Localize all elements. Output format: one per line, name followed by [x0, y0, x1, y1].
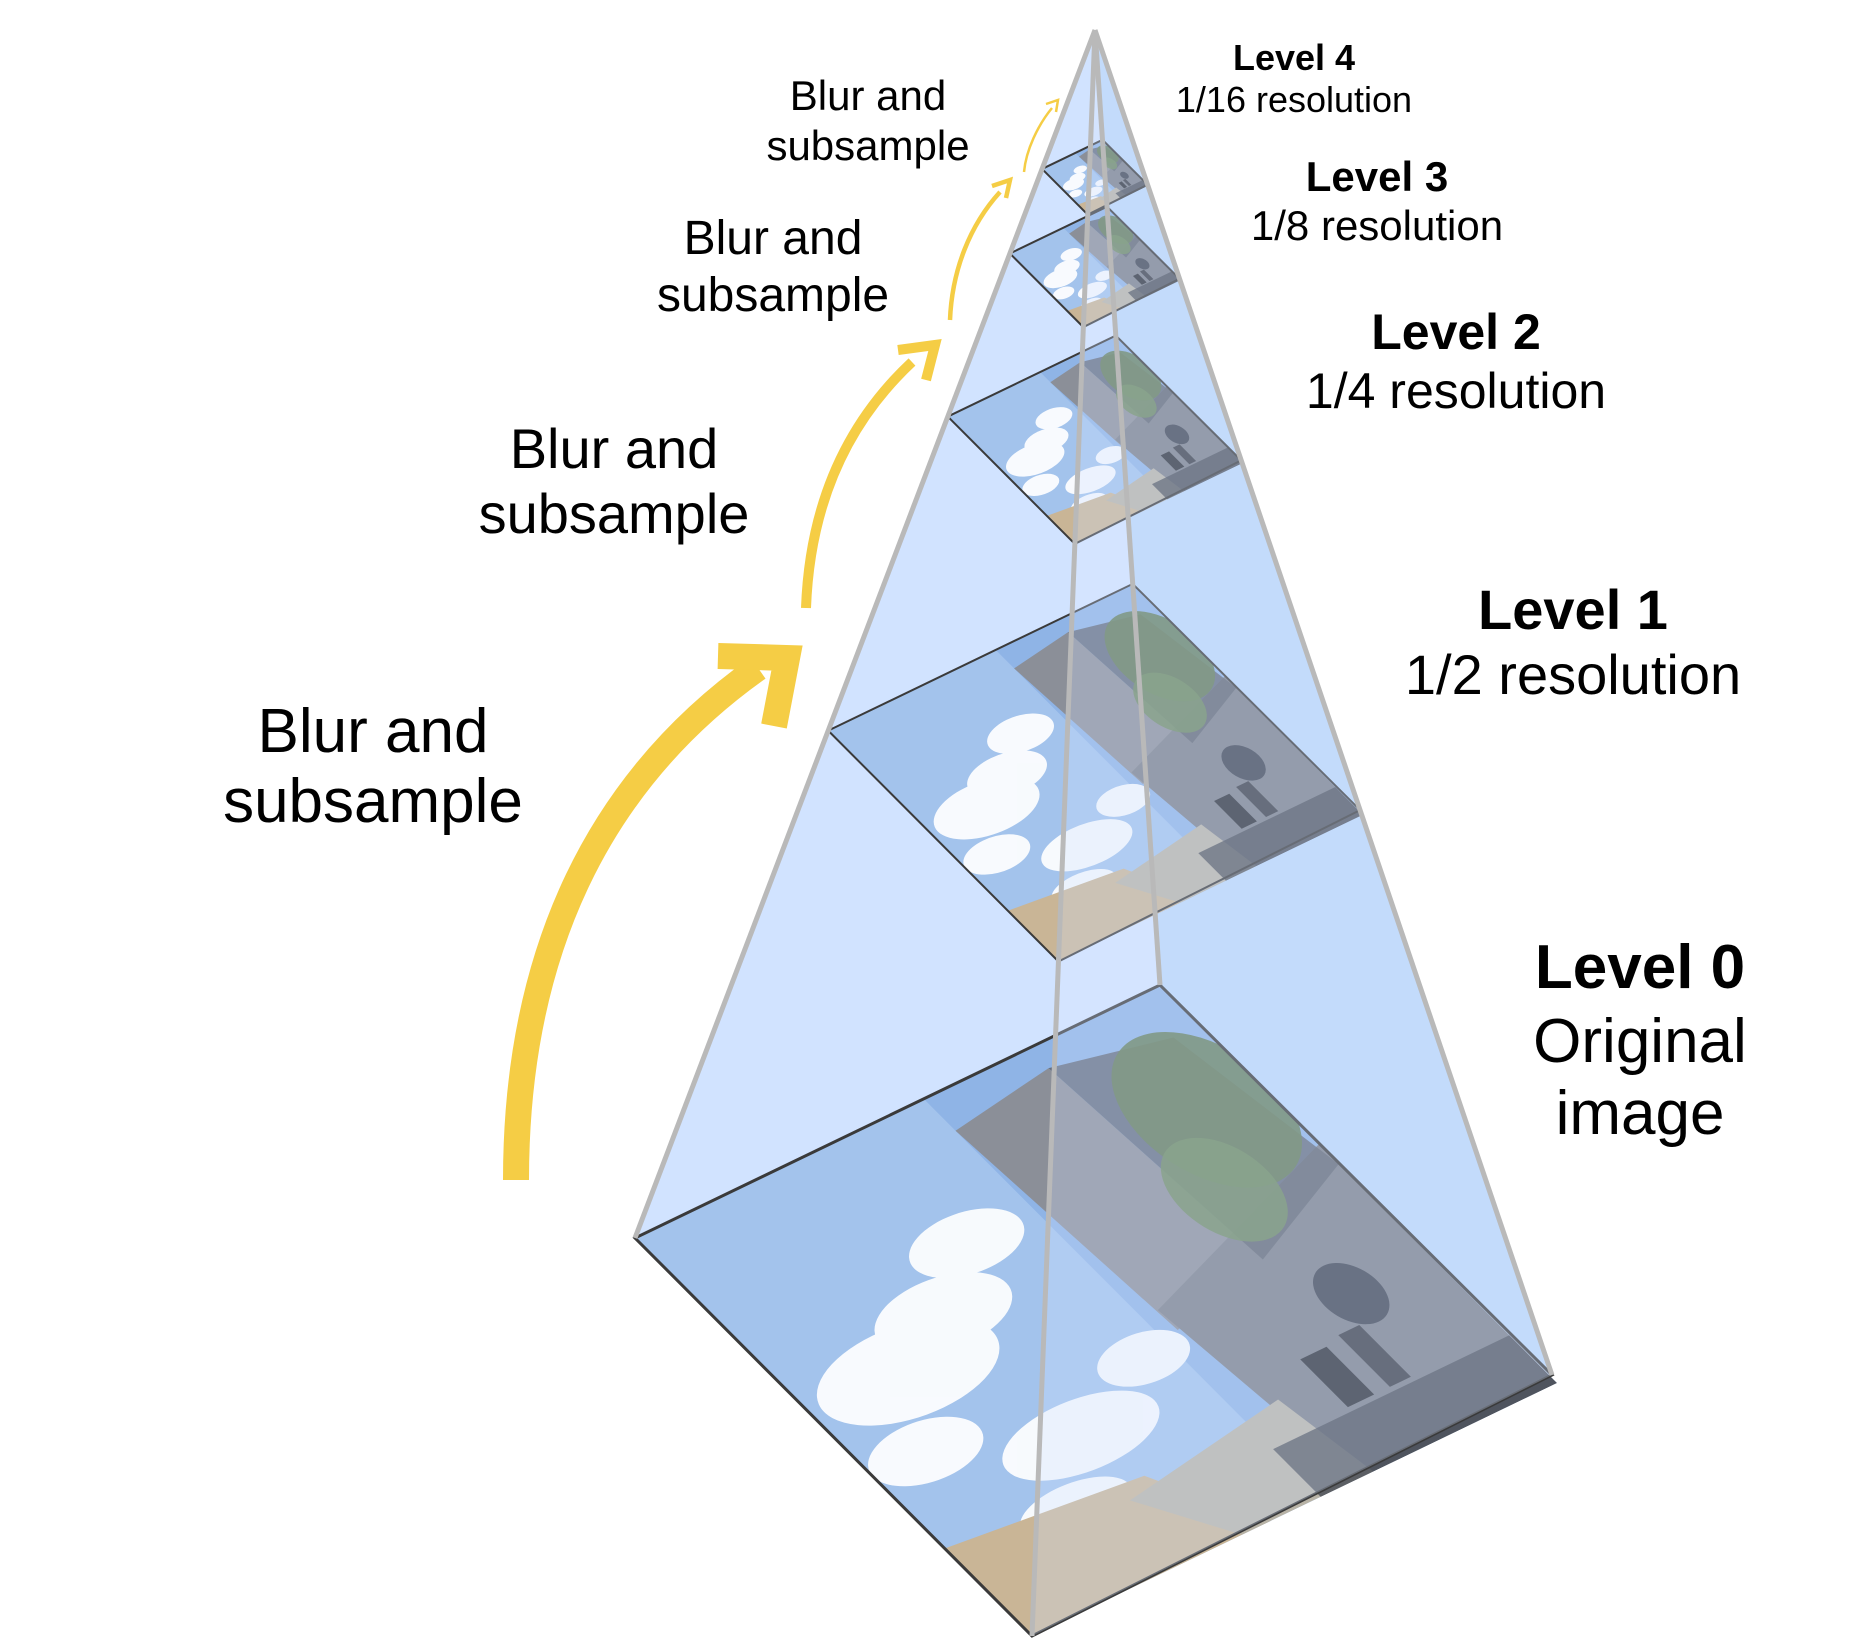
- arrow-3-label: Blur and subsample: [766, 72, 969, 169]
- pyramid-edge-left: [632, 29, 1098, 1239]
- level-1-title: Level 1: [1478, 578, 1668, 641]
- level-1-line1: 1/2 resolution: [1405, 643, 1741, 706]
- pyramid: [632, 29, 1557, 1638]
- arrow-3-line1: Blur and: [790, 72, 946, 119]
- level-2-title: Level 2: [1371, 304, 1541, 360]
- arrow-2-line2: subsample: [657, 269, 889, 322]
- arrow-3-line2: subsample: [766, 122, 969, 169]
- arrow-0-line2: subsample: [223, 767, 523, 836]
- arrow-0-label: Blur and subsample: [223, 697, 523, 836]
- level-2-label: Level 2 1/4 resolution: [1306, 304, 1606, 419]
- level-3-title: Level 3: [1306, 153, 1448, 200]
- arrow-1-label: Blur and subsample: [479, 417, 750, 545]
- blur-subsample-arrow-3: [1022, 107, 1053, 173]
- level-3-line1: 1/8 resolution: [1251, 202, 1503, 249]
- arrows-layer: [503, 98, 1060, 1181]
- level-3-label: Level 3 1/8 resolution: [1251, 153, 1503, 249]
- arrow-1-line2: subsample: [479, 482, 750, 545]
- blur-subsample-arrow-1: [801, 358, 916, 609]
- arrow-2-label: Blur and subsample: [657, 212, 889, 322]
- level-0-line1: Original: [1533, 1007, 1747, 1076]
- pyramid-edge-front: [1029, 29, 1098, 1637]
- arrow-2-line1: Blur and: [684, 212, 863, 265]
- level-0-line2: image: [1556, 1079, 1725, 1148]
- level-4-title: Level 4: [1233, 37, 1355, 78]
- blur-subsample-arrow-2: [947, 190, 1002, 321]
- blur-subsample-arrowhead-0: [717, 643, 803, 729]
- pyramid-edge-right: [1092, 29, 1555, 1376]
- level-4-label: Level 4 1/16 resolution: [1176, 37, 1412, 120]
- pyramid-front-overlay: [1032, 30, 1552, 1636]
- level-1-label: Level 1 1/2 resolution: [1405, 578, 1741, 706]
- arrow-1-line1: Blur and: [510, 417, 719, 480]
- blur-subsample-arrowhead-3: [1045, 98, 1060, 113]
- pyramid-edge-back: [1092, 29, 1163, 986]
- arrow-0-line1: Blur and: [258, 697, 489, 766]
- blur-subsample-arrowhead-2: [991, 176, 1014, 199]
- level-0-title: Level 0: [1535, 933, 1745, 1002]
- level-0-label: Level 0 Original image: [1533, 933, 1747, 1148]
- blur-subsample-arrow-0: [503, 657, 766, 1181]
- level-4-line1: 1/16 resolution: [1176, 79, 1412, 120]
- level-2-line1: 1/4 resolution: [1306, 363, 1606, 419]
- blur-subsample-arrowhead-1: [897, 339, 942, 382]
